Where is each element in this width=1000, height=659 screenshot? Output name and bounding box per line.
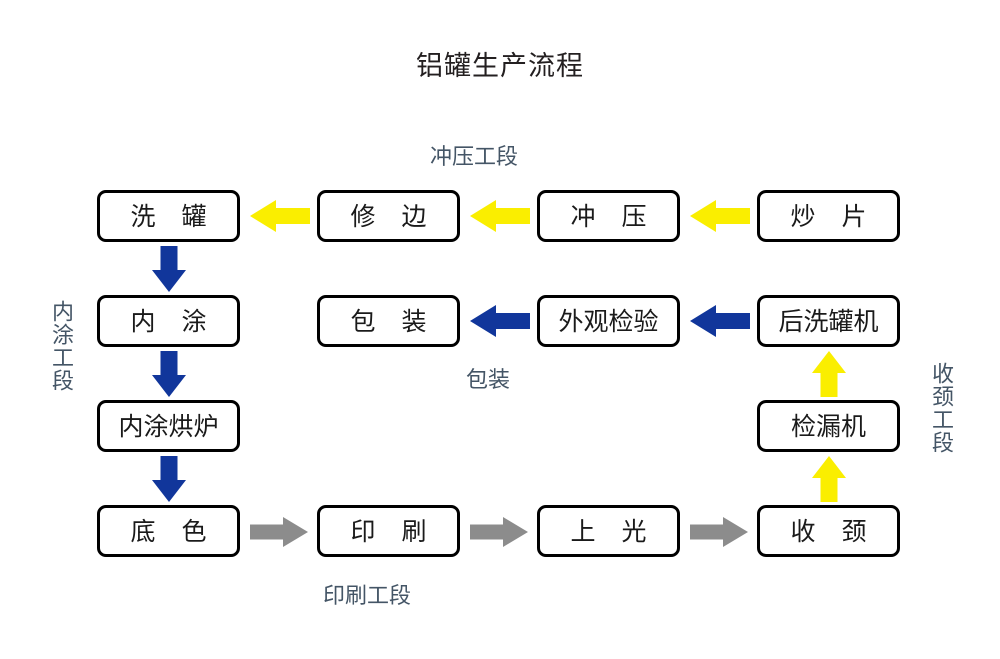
arrow-neituhonglu-to-dise	[152, 456, 186, 502]
node-neituhonglu[interactable]: 内涂烘炉	[97, 400, 240, 452]
section-label-printing: 印刷工段	[323, 584, 412, 609]
node-neitu[interactable]: 内 涂	[97, 295, 240, 347]
arrow-chaopian-to-chongya	[690, 200, 750, 232]
node-houxiguanji[interactable]: 后洗罐机	[757, 295, 900, 347]
arrow-xiubian-to-xiguan	[250, 200, 310, 232]
node-yinshua[interactable]: 印 刷	[317, 505, 460, 557]
section-label-packaging: 包装	[466, 368, 511, 393]
arrow-waiguan-to-baozhuang	[470, 305, 530, 337]
arrow-jianlouji-to-houxiguanji	[812, 351, 846, 397]
arrow-yinshua-to-shangguang	[470, 517, 528, 547]
section-label-stamping: 冲压工段	[430, 145, 519, 170]
node-shangguang[interactable]: 上 光	[537, 505, 680, 557]
node-dise[interactable]: 底 色	[97, 505, 240, 557]
arrow-shangguang-to-shoujing	[690, 517, 748, 547]
section-label-necking: 收颈工段	[928, 362, 953, 454]
node-baozhuang[interactable]: 包 装	[317, 295, 460, 347]
arrow-chongya-to-xiubian	[470, 200, 530, 232]
node-chongya[interactable]: 冲 压	[537, 190, 680, 242]
arrow-dise-to-yinshua	[250, 517, 308, 547]
node-xiubian[interactable]: 修 边	[317, 190, 460, 242]
node-shoujing[interactable]: 收 颈	[757, 505, 900, 557]
arrow-houxiguanji-to-waiguan	[690, 305, 750, 337]
page-title: 铝罐生产流程	[416, 51, 584, 82]
node-waiguan[interactable]: 外观检验	[537, 295, 680, 347]
arrow-neitu-to-neituhonglu	[152, 351, 186, 397]
arrow-shoujing-to-jianlouji	[812, 456, 846, 502]
section-label-coating: 内涂工段	[48, 300, 73, 392]
arrow-xiguan-to-neitu	[152, 246, 186, 292]
node-chaopian[interactable]: 炒 片	[757, 190, 900, 242]
node-jianlouji[interactable]: 检漏机	[757, 400, 900, 452]
node-xiguan[interactable]: 洗 罐	[97, 190, 240, 242]
